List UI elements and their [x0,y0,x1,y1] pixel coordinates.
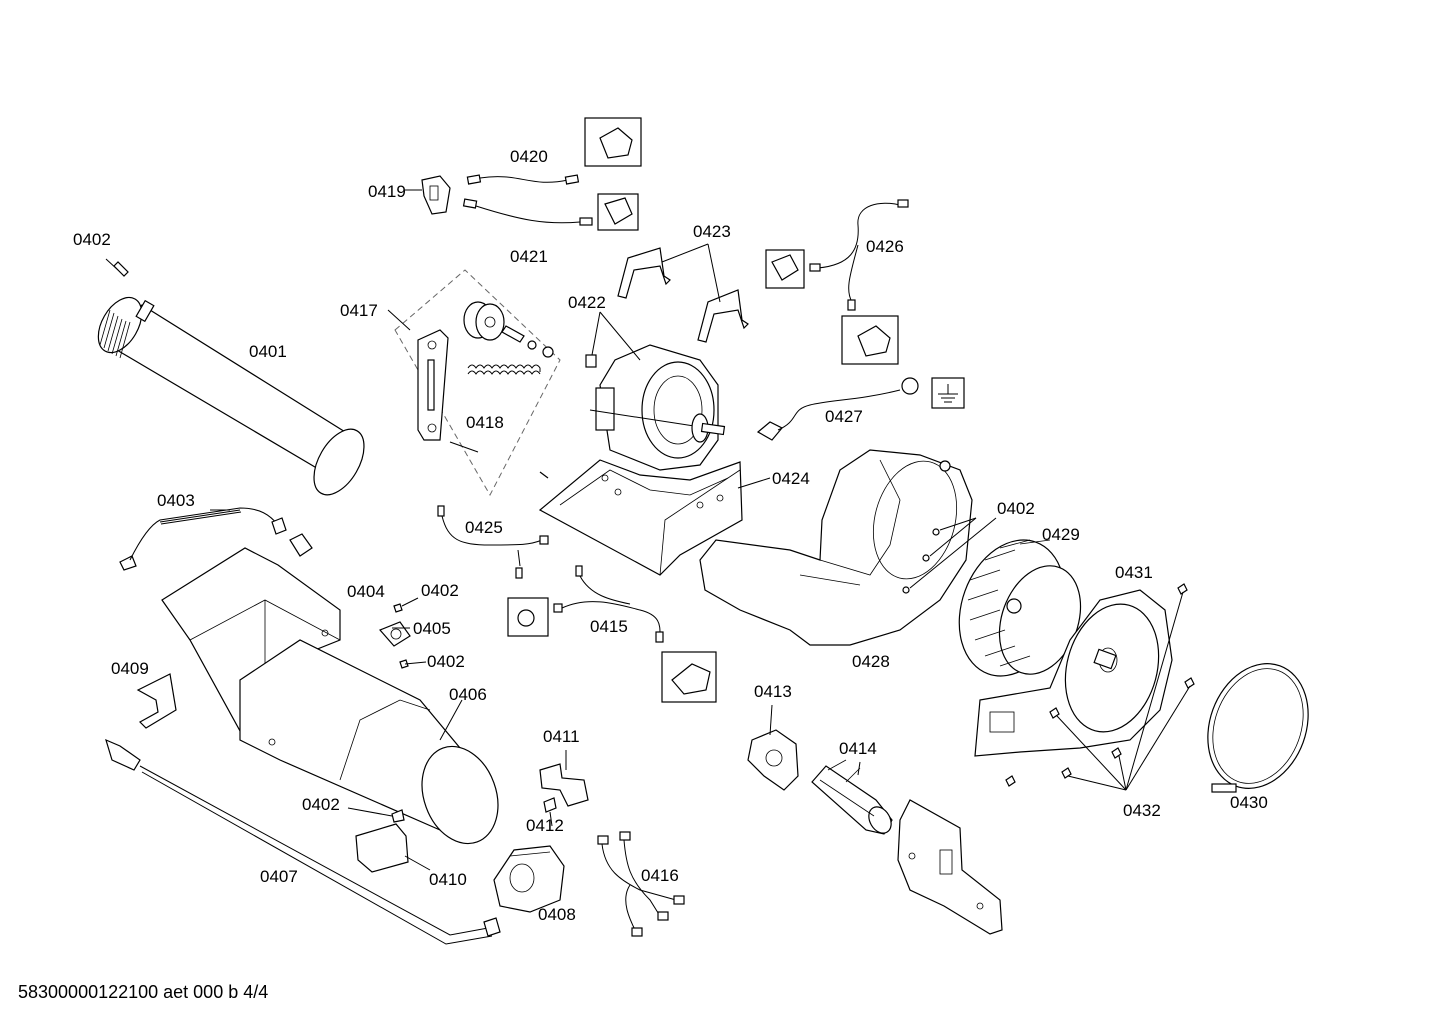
part-0416-harness [597,831,685,937]
screw-0402-a [105,258,129,277]
part-0414-burner [811,759,893,835]
part-0429-blower-wheel [958,539,1082,677]
label-0428: 0428 [852,652,890,671]
label-0419: 0419 [368,182,406,201]
label-0413: 0413 [754,682,792,701]
label-0417: 0417 [340,301,378,320]
part-0421-wire [462,193,639,231]
part-0408-gas-valve [493,845,565,913]
label-0403: 0403 [157,491,195,510]
part-0412-screw [543,797,557,827]
screw-0402-d [902,517,997,594]
part-0410-bracket [355,823,431,873]
label-0402-a: 0402 [73,230,111,249]
part-0417-bracket [417,329,449,441]
label-0402-c: 0402 [427,652,465,671]
leader-0402-b [401,597,419,607]
label-0414: 0414 [839,739,877,758]
label-0405: 0405 [413,619,451,638]
part-0419-switch [421,175,451,215]
group-0417-outline [394,269,561,497]
part-0407-gas-pipe [105,738,501,945]
drawing-reference-footer: 58300000122100 aet 000 b 4/4 [18,982,268,1002]
part-0403-wire [119,507,313,571]
label-0412: 0412 [526,816,564,835]
screw-0432 [1005,583,1195,791]
part-0401-duct [97,296,365,496]
label-0409: 0409 [111,659,149,678]
label-0432: 0432 [1123,801,1161,820]
label-0425: 0425 [465,518,503,537]
part-0415-wire [507,565,717,703]
label-0402-d: 0402 [997,499,1035,518]
screw-0402-e [347,807,405,823]
label-0431: 0431 [1115,563,1153,582]
label-0401: 0401 [249,342,287,361]
part-0411-igniter [539,763,589,807]
part-0409-bracket [136,673,177,729]
label-0402-b: 0402 [421,581,459,600]
label-0427: 0427 [825,407,863,426]
part-0405-sensor [378,603,411,669]
part-0427-ground-wire [756,377,965,441]
part-0423-clips [617,247,749,343]
label-0408: 0408 [538,905,576,924]
label-0426: 0426 [866,237,904,256]
label-0415: 0415 [590,617,628,636]
part-0422-motor [585,344,726,471]
part-0417-pulley [463,301,554,358]
part-0406-heater-housing [161,547,499,845]
part-0426-wire [765,199,909,365]
label-0406: 0406 [449,685,487,704]
part-0424-bracket [538,459,743,576]
label-0430: 0430 [1230,793,1268,812]
part-labels: 0402 0401 0417 0418 0419 0420 0421 0422 … [73,147,1268,924]
label-0424: 0424 [772,469,810,488]
label-0402-e: 0402 [302,795,340,814]
part-0430-belt [1207,663,1309,793]
part-0413-bracket [747,729,799,791]
label-0407: 0407 [260,867,298,886]
label-0411: 0411 [543,727,580,746]
label-0418: 0418 [466,413,504,432]
label-0420: 0420 [510,147,548,166]
label-0423: 0423 [693,222,731,241]
leader-lines [210,189,861,776]
label-0416: 0416 [641,866,679,885]
part-0431-blower-cover [974,589,1173,757]
label-0410: 0410 [429,870,467,889]
leader-0402-c [404,661,427,665]
label-0429: 0429 [1042,525,1080,544]
label-0404: 0404 [347,582,385,601]
part-0428-blower-housing [699,449,973,646]
part-0420-wire [466,117,642,185]
part-0425-wire [437,505,549,579]
part-0418-spring [449,364,541,453]
label-0421: 0421 [510,247,548,266]
label-0422: 0422 [568,293,606,312]
part-bracket-lower-right [897,799,1003,935]
